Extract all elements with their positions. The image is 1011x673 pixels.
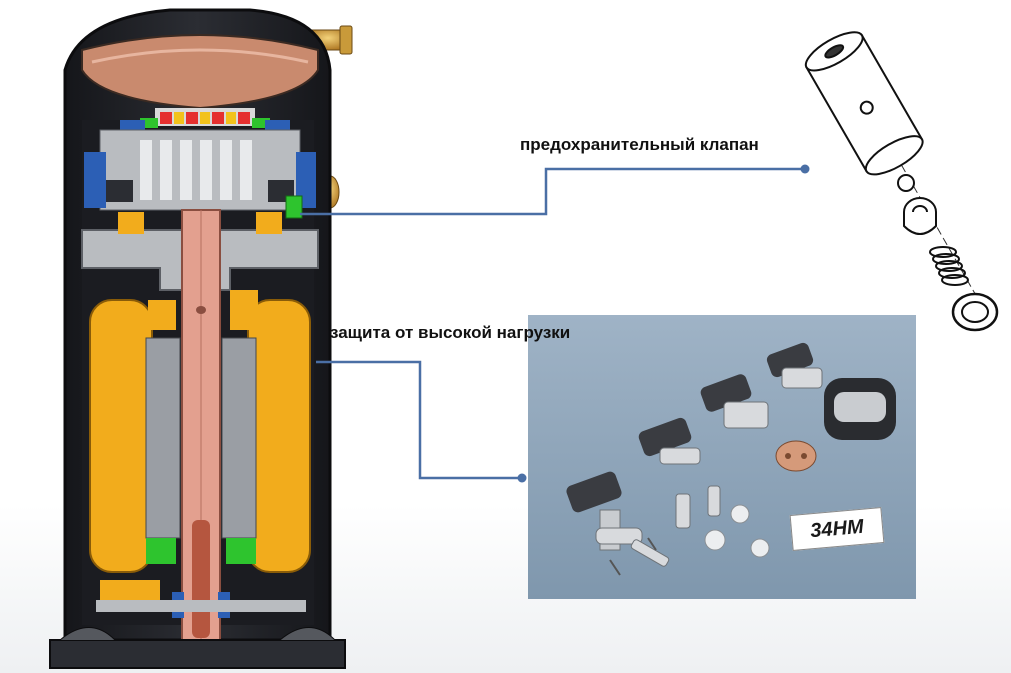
- protector-part-1: [566, 471, 670, 567]
- compressor-cutaway: [49, 8, 353, 669]
- relief-valve-exploded: [804, 31, 999, 332]
- scroll-set: [99, 129, 301, 211]
- overload-protector-photo: [528, 315, 916, 599]
- stator-left: [145, 337, 181, 539]
- protector-part-4: [766, 342, 823, 389]
- protector-disc: [775, 440, 817, 472]
- relief-valve-location: [285, 195, 303, 219]
- seal-left: [84, 152, 106, 208]
- winding-right: [247, 299, 311, 573]
- stator-right: [221, 337, 257, 539]
- callout-overload-protection: защита от высокой нагрузки: [330, 323, 571, 342]
- protector-cap: [824, 378, 896, 440]
- valve-spring: [929, 246, 969, 286]
- connector-relief-valve: [300, 167, 805, 216]
- connector-dot-relief-valve: [800, 164, 810, 174]
- valve-ball: [897, 174, 915, 192]
- valve-seat: [903, 197, 937, 235]
- protector-part-2: [638, 417, 721, 529]
- protector-part-3: [700, 374, 769, 429]
- connector-overload: [316, 360, 522, 480]
- check-valve: [120, 108, 290, 130]
- seal-right: [296, 152, 316, 208]
- connector-dot-overload: [517, 473, 527, 483]
- compressor-base: [49, 639, 346, 669]
- callout-relief-valve: предохранительный клапан: [520, 135, 759, 154]
- winding-left: [89, 299, 153, 573]
- valve-washer: [951, 292, 999, 332]
- valve-body: [804, 31, 924, 176]
